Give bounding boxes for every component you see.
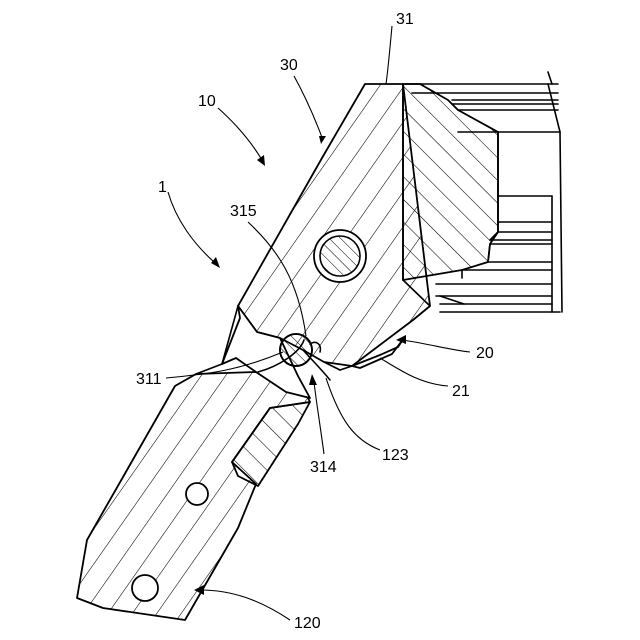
bracket-body: [238, 84, 430, 366]
label-1: 1: [158, 179, 167, 196]
label-20: 20: [476, 345, 494, 362]
label-314: 314: [310, 459, 337, 476]
bracket-block: [403, 84, 498, 280]
upper-rod: [314, 230, 366, 282]
label-31: 31: [396, 11, 414, 28]
label-315: 315: [230, 203, 257, 220]
label-120: 120: [294, 615, 321, 632]
label-30: 30: [280, 57, 298, 74]
label-311: 311: [136, 371, 162, 388]
label-123: 123: [382, 447, 409, 464]
arm-hole-upper: [186, 483, 208, 505]
arm-hole-lower: [132, 575, 158, 601]
label-10: 10: [198, 93, 216, 110]
label-21: 21: [452, 383, 470, 400]
